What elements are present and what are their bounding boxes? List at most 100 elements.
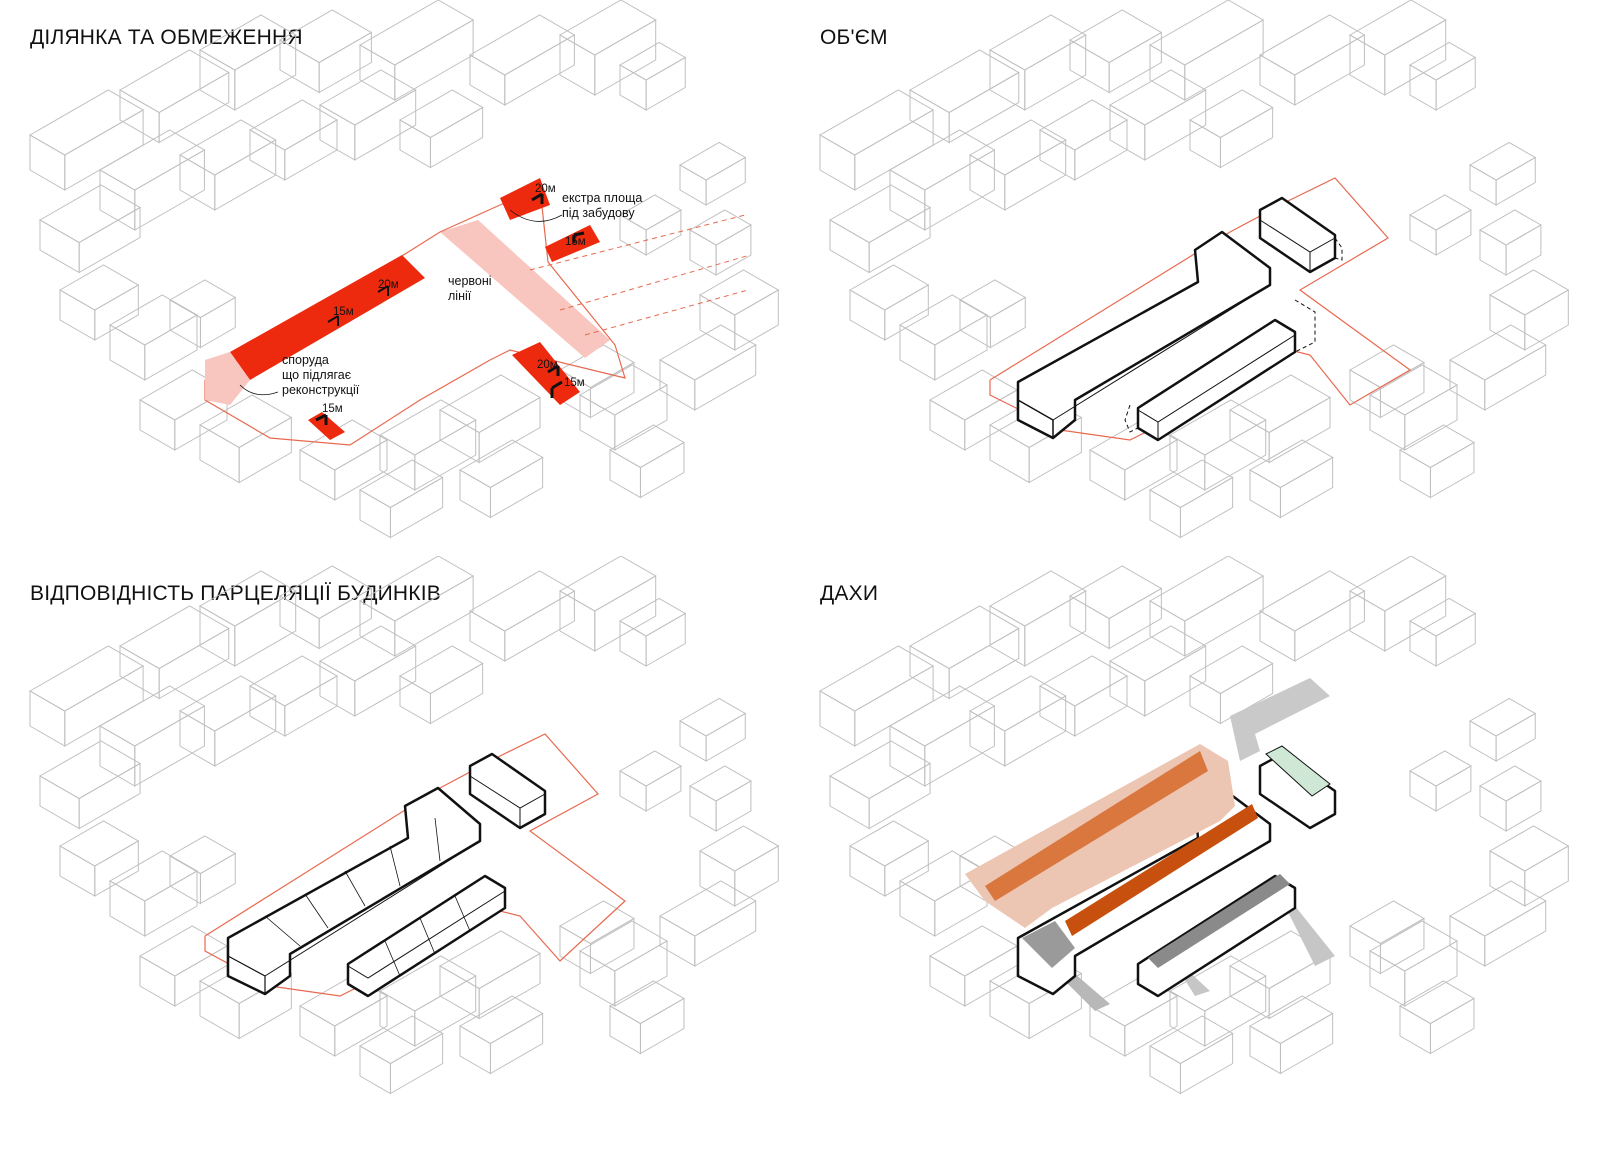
leader-line bbox=[239, 384, 279, 396]
build-zone-right bbox=[545, 225, 600, 262]
context-building-face bbox=[828, 184, 932, 244]
context-building-face bbox=[988, 570, 1087, 627]
context-building-face bbox=[279, 39, 320, 94]
context-building-face bbox=[1524, 845, 1569, 907]
context-building-face bbox=[1488, 269, 1570, 316]
annotation-extra-area: екстра площа bbox=[562, 191, 642, 205]
context-building-face bbox=[318, 69, 417, 126]
context-building-face bbox=[1179, 476, 1234, 539]
context-building-face bbox=[174, 945, 228, 1007]
context-building-face bbox=[59, 845, 96, 897]
roof-grey bbox=[1022, 921, 1075, 968]
parcel-dividers bbox=[384, 895, 471, 977]
context-building-face bbox=[645, 765, 682, 812]
context-building-face bbox=[1089, 1005, 1126, 1057]
annotation-reconstruction: реконструкції bbox=[282, 383, 360, 397]
context-building-face bbox=[609, 1005, 641, 1055]
context-building-face bbox=[1469, 720, 1497, 762]
panel-site-constraints: ДІЛЯНКА ТА ОБМЕЖЕННЯ 20м 15м 20м 15м bbox=[0, 0, 800, 580]
context-buildings bbox=[28, 0, 780, 539]
context-building-face bbox=[909, 645, 950, 700]
context-building-face bbox=[928, 369, 1019, 421]
context-building-face bbox=[118, 49, 230, 114]
context-building-face bbox=[469, 610, 506, 662]
context-building-face bbox=[559, 34, 596, 96]
context-building-face bbox=[58, 264, 140, 311]
context-building-face bbox=[594, 19, 657, 96]
context-building-face bbox=[699, 294, 736, 351]
context-building-face bbox=[688, 209, 752, 246]
context-building-face bbox=[468, 570, 576, 632]
context-building-face bbox=[969, 710, 1006, 767]
context-building-face bbox=[359, 1045, 391, 1095]
context-building-face bbox=[1404, 940, 1458, 1007]
context-building-face bbox=[238, 416, 292, 484]
context-building-face bbox=[689, 785, 717, 832]
context-building-face bbox=[698, 825, 780, 872]
context-building-face bbox=[1169, 434, 1206, 491]
context-building-face bbox=[1399, 1005, 1431, 1055]
context-building-face bbox=[94, 840, 139, 897]
panel-roofs: ДАХИ bbox=[790, 556, 1590, 1136]
context-building-face bbox=[819, 690, 856, 747]
dimension-label: 15м bbox=[564, 377, 585, 389]
context-building-face bbox=[358, 1015, 444, 1065]
context-building-face bbox=[909, 89, 950, 144]
context-building-face bbox=[1484, 344, 1547, 411]
context-building-face bbox=[238, 972, 292, 1040]
context-building-face bbox=[429, 106, 484, 169]
roof-shadow bbox=[1280, 896, 1335, 966]
context-building-face bbox=[934, 314, 988, 381]
roof-orange-inner bbox=[1065, 804, 1258, 936]
context-building-face bbox=[214, 139, 277, 211]
panel-title: ДАХИ bbox=[820, 582, 879, 605]
context-building-face bbox=[299, 449, 336, 501]
context-building-face bbox=[438, 374, 542, 434]
context-building-face bbox=[318, 31, 372, 94]
dimension-marker bbox=[547, 364, 560, 376]
context-building-face bbox=[614, 940, 668, 1007]
context-building-face bbox=[1108, 69, 1207, 126]
context-building-face bbox=[59, 289, 96, 341]
context-building-face bbox=[234, 34, 297, 111]
context-building-face bbox=[199, 852, 236, 905]
build-zone-top bbox=[500, 178, 550, 220]
context-building-face bbox=[959, 299, 991, 349]
context-building-face bbox=[399, 675, 431, 725]
context-building-face bbox=[39, 775, 80, 830]
panel-volume: ОБ'ЄМ bbox=[790, 0, 1590, 580]
dashed-line bbox=[529, 214, 746, 271]
context-building-face bbox=[354, 645, 417, 717]
context-building-face bbox=[579, 394, 616, 451]
context-building-face bbox=[1124, 439, 1178, 501]
context-building-face bbox=[158, 71, 230, 144]
annotation-reconstruction: що підлягає bbox=[282, 368, 352, 382]
context-building-face bbox=[1024, 34, 1087, 111]
dimension-marker bbox=[377, 285, 389, 296]
context-building-face bbox=[1478, 209, 1542, 246]
context-building-face bbox=[899, 880, 936, 937]
context-building-face bbox=[179, 154, 216, 211]
volume-block-right bbox=[468, 752, 547, 830]
context-building-face bbox=[118, 605, 230, 670]
context-building-face bbox=[884, 840, 929, 897]
context-building-face bbox=[139, 955, 176, 1007]
reconstruction-zone bbox=[205, 352, 250, 405]
context-building-face bbox=[1469, 164, 1497, 206]
context-building-face bbox=[734, 289, 779, 351]
roof-grey-top bbox=[1230, 678, 1330, 761]
context-building-face bbox=[1189, 119, 1221, 169]
context-building-face bbox=[964, 945, 1018, 1007]
context-building-face bbox=[429, 662, 484, 725]
context-building-face bbox=[645, 612, 686, 667]
dimension-label: 15м bbox=[333, 306, 354, 318]
site-diagram: 20м 15м 20м 15м 15м 20м 15м екстра площа… bbox=[28, 0, 780, 539]
panel-title: ОБ'ЄМ bbox=[820, 26, 888, 49]
parcel-dividers bbox=[264, 817, 441, 947]
context-building-face bbox=[1294, 590, 1365, 662]
context-building-face bbox=[1505, 780, 1542, 832]
dashed-line bbox=[559, 254, 751, 311]
context-building-face bbox=[1489, 850, 1526, 907]
roof-grey-lower bbox=[1148, 874, 1290, 968]
context-building-face bbox=[394, 575, 474, 657]
